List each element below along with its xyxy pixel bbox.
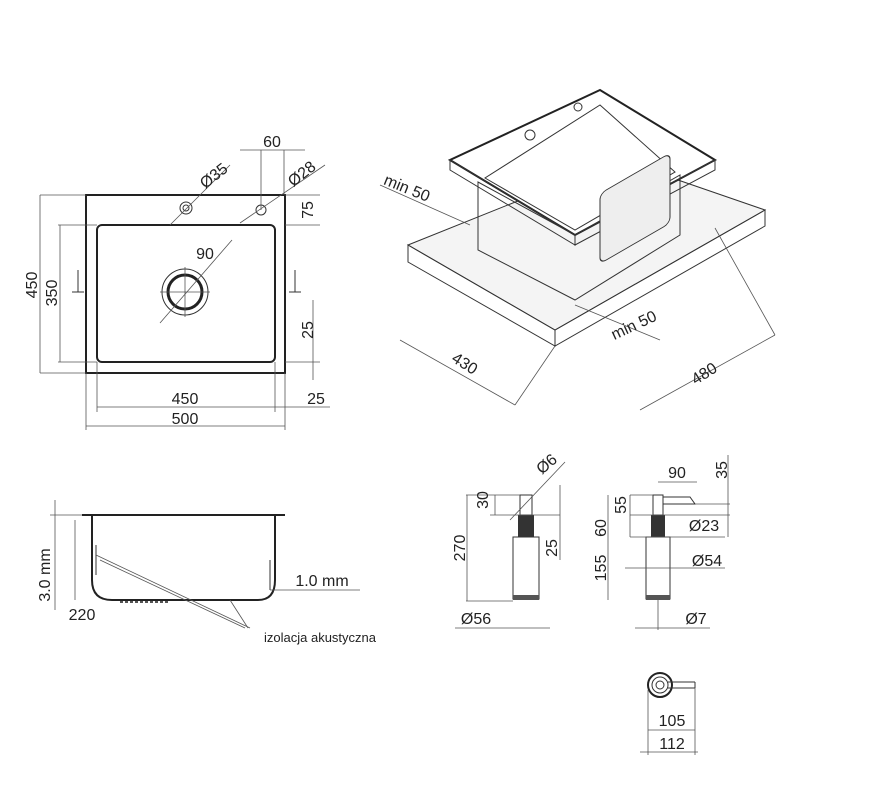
dim-hole-35: Ø35 [197, 160, 231, 192]
isometric-view: min 50 430 480 min 50 [379, 88, 776, 411]
dim-neck-23: Ø23 [689, 518, 719, 535]
dim-bottle-155: 155 [593, 555, 610, 582]
dim-neck-60: 60 [593, 519, 610, 537]
dim-spacing-60: 60 [263, 134, 281, 151]
dim-bottle-56: Ø56 [461, 611, 491, 628]
dim-margin-25: 25 [300, 321, 317, 339]
top-view: 500 450 450 350 90 Ø35 Ø28 60 75 25 25 [24, 134, 330, 430]
dim-head-55: 55 [613, 496, 630, 514]
dim-height-450: 450 [24, 272, 41, 299]
dim-spout-35: 35 [714, 461, 731, 479]
dispenser-side-view: 90 35 55 Ø23 60 155 Ø54 Ø7 [593, 455, 731, 630]
dim-neck-25: 25 [544, 539, 561, 557]
dim-bottle-54: Ø54 [692, 553, 722, 570]
dim-wall-thickness: 1.0 mm [295, 573, 348, 590]
dim-drain-90: 90 [196, 246, 214, 263]
dim-thickness: 3.0 mm [37, 548, 54, 601]
dim-width-450: 450 [172, 391, 199, 408]
dim-tube-7: Ø7 [685, 611, 706, 628]
dim-width-480: 480 [689, 360, 721, 389]
dim-min-left: min 50 [381, 172, 432, 206]
dim-total-270: 270 [452, 535, 469, 562]
dispenser-top-view: 105 112 [640, 672, 698, 755]
bowl-outline [96, 224, 276, 363]
dim-min-right: min 50 [609, 308, 660, 344]
dim-depth-430: 430 [449, 350, 481, 379]
side-view: 3.0 mm 220 1.0 mm izolacja akustyczna [37, 500, 377, 645]
dim-button-6: Ø6 [533, 451, 560, 478]
dim-head-30: 30 [475, 491, 492, 509]
dim-knob-105: 105 [659, 713, 686, 730]
dim-knob-112: 112 [659, 736, 685, 753]
dim-offset-75: 75 [300, 201, 317, 219]
faucet-hole-icon [179, 201, 193, 215]
dim-margin-bottom-25: 25 [307, 391, 325, 408]
dim-width-500: 500 [172, 411, 199, 428]
acoustic-insulation-label: izolacja akustyczna [264, 630, 377, 645]
dim-spout-90: 90 [668, 465, 686, 482]
dim-depth-220: 220 [69, 607, 96, 624]
dim-hole-28: Ø28 [285, 158, 319, 190]
sink-outline [85, 194, 286, 374]
dispenser-front-view: 30 270 25 Ø6 Ø56 [452, 451, 566, 629]
dim-height-350: 350 [44, 280, 61, 307]
